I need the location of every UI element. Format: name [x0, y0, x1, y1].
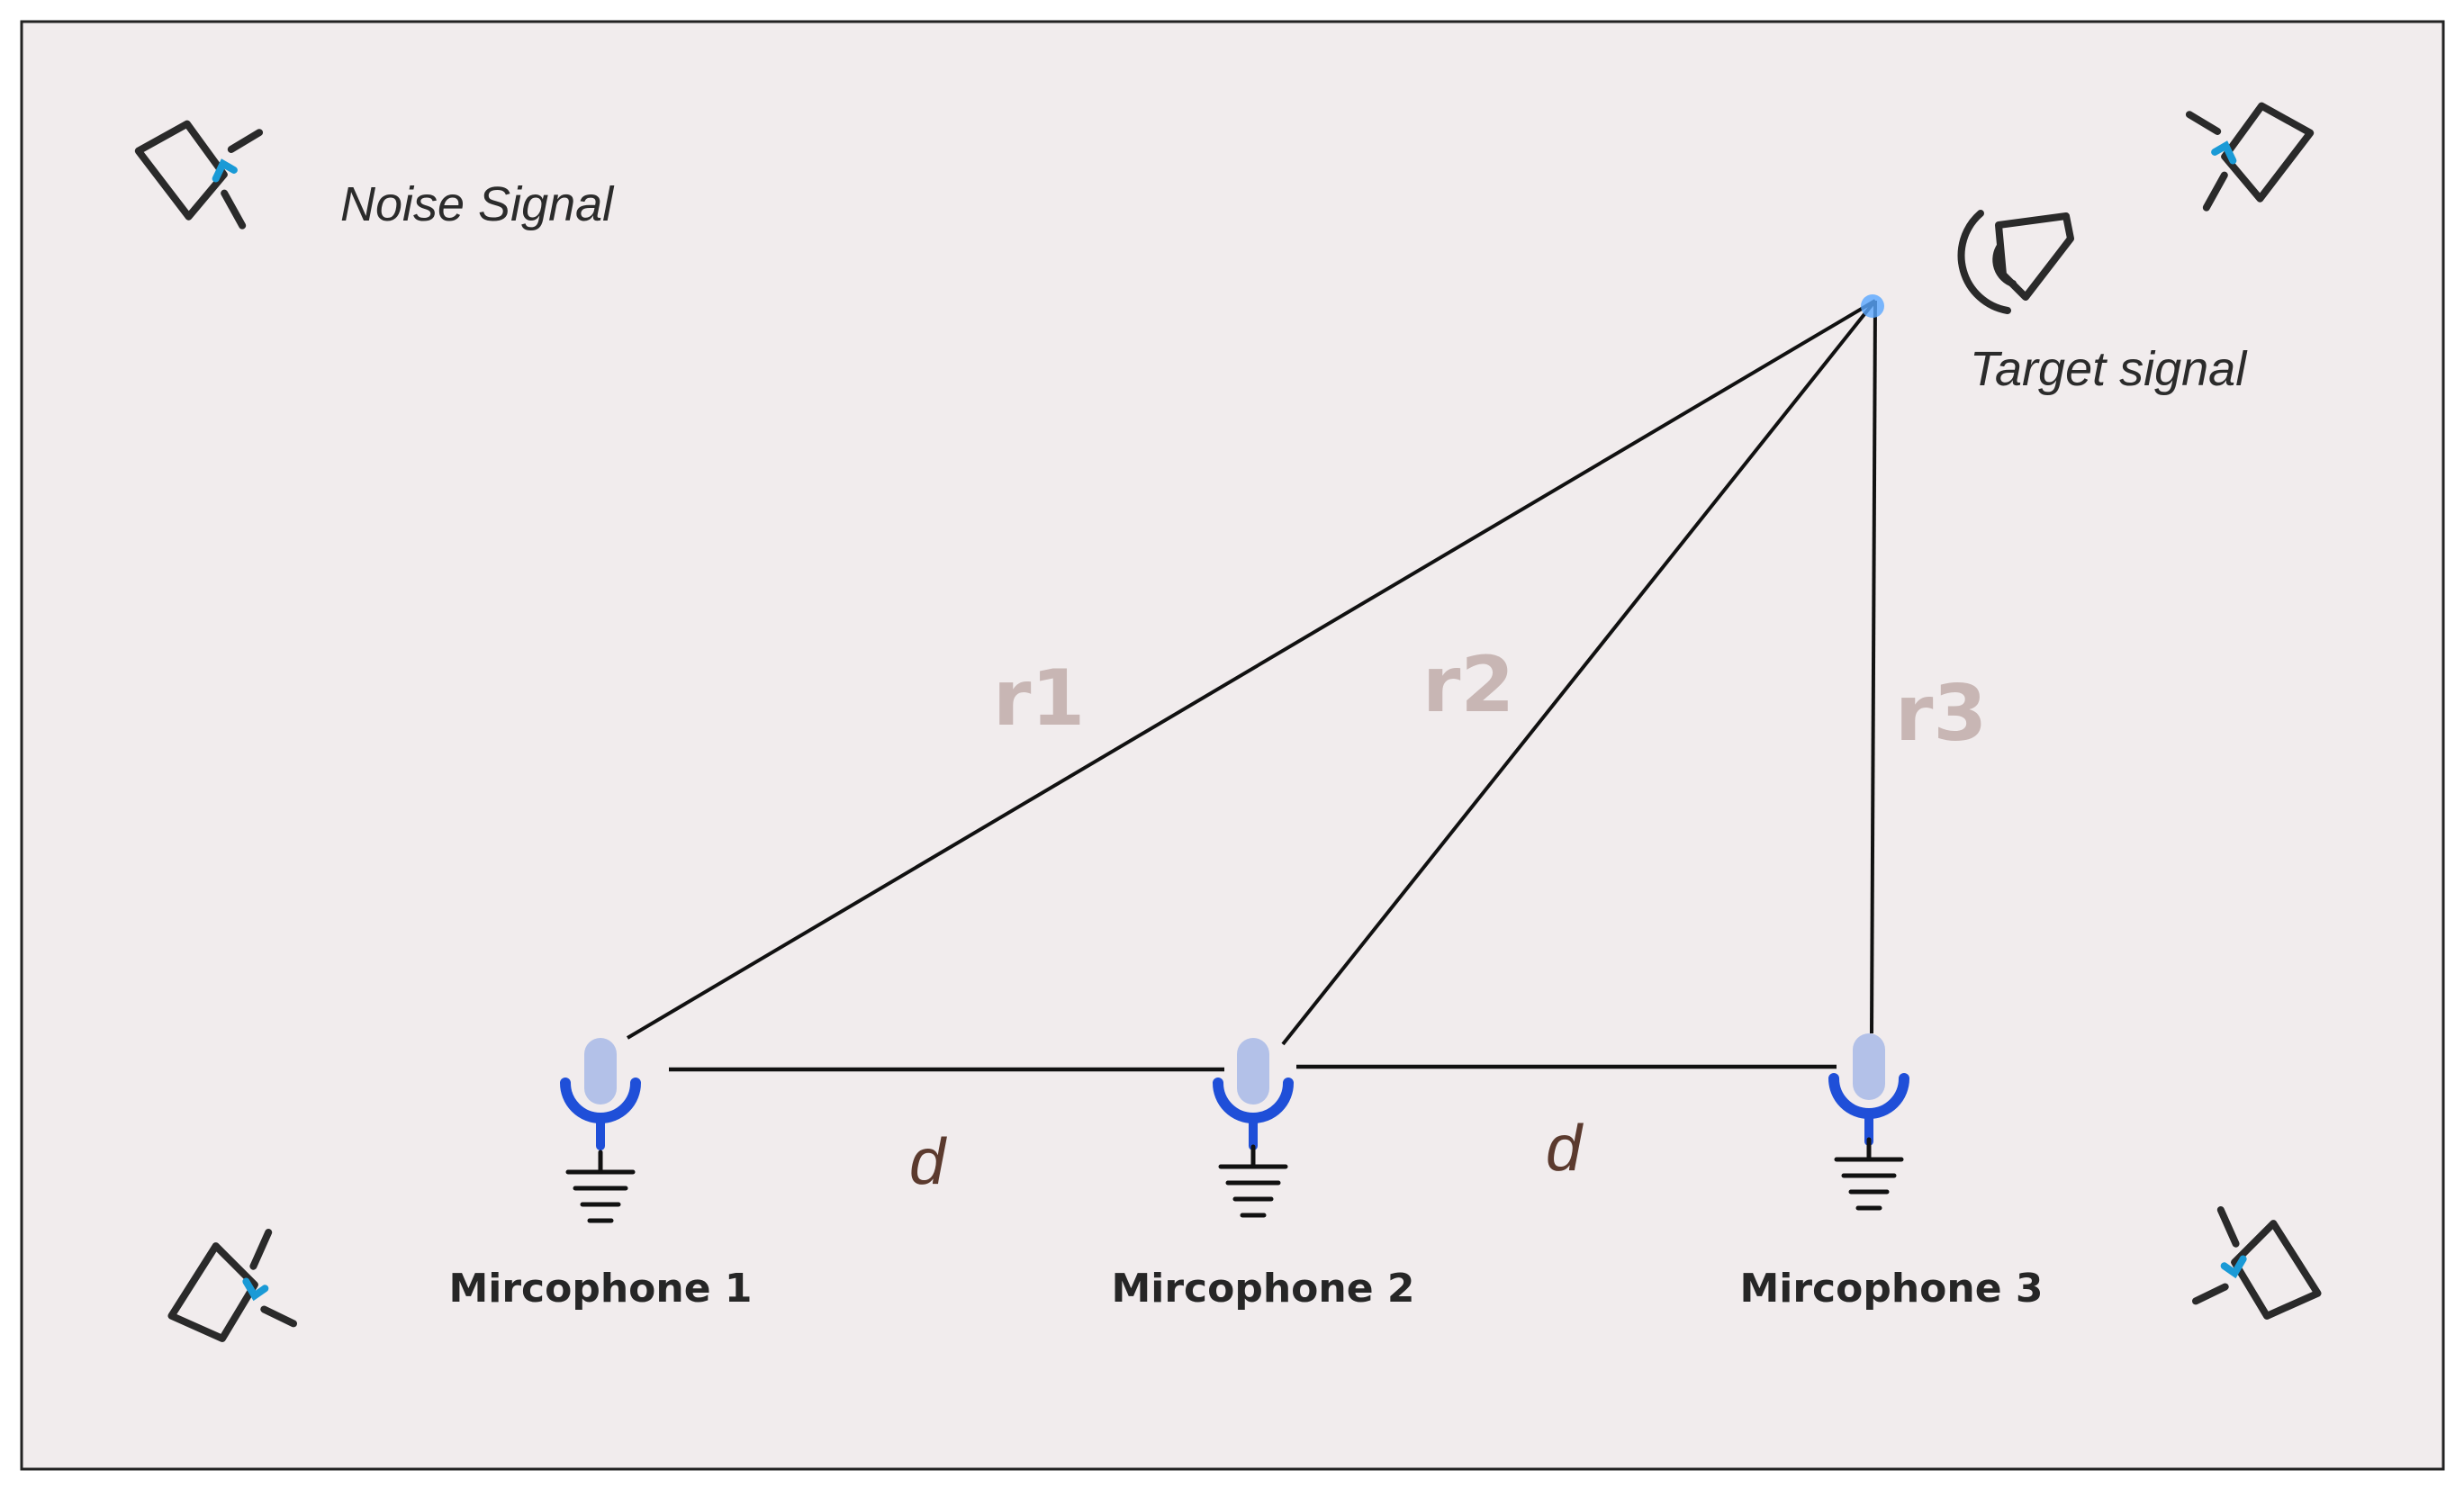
microphone-2-label: Mircophone 2 [1111, 1266, 1414, 1312]
diagram-frame [20, 20, 2445, 1471]
noise-signal-label: Noise Signal [340, 177, 615, 231]
r3-label: r3 [1895, 669, 1987, 759]
distance-d-right-label: d [1546, 1113, 1584, 1185]
ray-r1 [626, 299, 1877, 1040]
ray-r2 [1281, 299, 1877, 1046]
broadcast-speaker-icon [1957, 210, 2074, 314]
speaker-icon [2191, 1206, 2322, 1320]
target-signal-label: Target signal [1970, 342, 2248, 396]
r2-label: r2 [1422, 640, 1514, 730]
speaker-icon [167, 1229, 298, 1342]
microphone-1-label: Mircophone 1 [448, 1266, 752, 1312]
speaker-icon [134, 120, 264, 230]
distance-d-left-label: d [909, 1126, 947, 1198]
microphone-3-label: Mircophone 3 [1739, 1266, 2043, 1312]
speaker-icon [2185, 102, 2315, 212]
r1-label: r1 [993, 654, 1085, 744]
target-point [1861, 294, 1884, 318]
ray-r3 [1870, 300, 1877, 1034]
